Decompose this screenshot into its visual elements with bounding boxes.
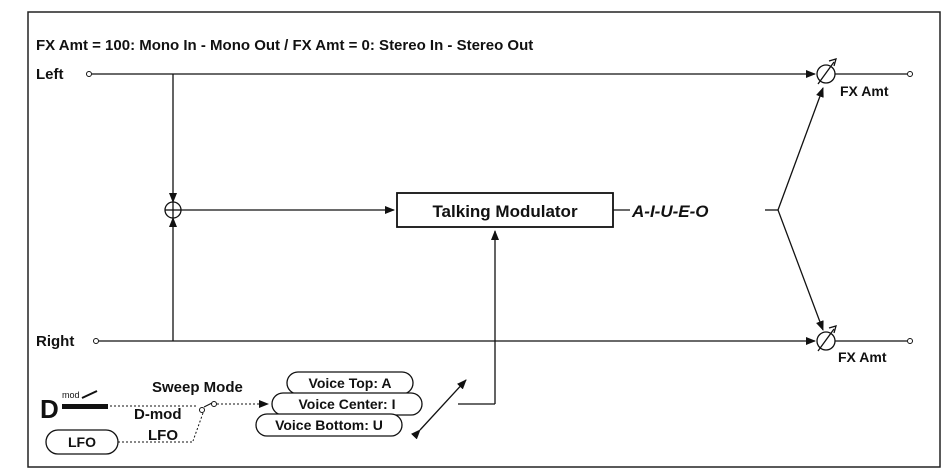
left-input-label: Left — [36, 66, 64, 83]
voice-top-label: Voice Top: A — [309, 375, 392, 391]
mixer-icon — [164, 201, 182, 219]
voice-bottom-label: Voice Bottom: U — [275, 417, 383, 433]
dmod-option-label: D-mod — [134, 406, 182, 423]
wet-to-bottom-line — [777, 209, 824, 331]
lfo-option-label: LFO — [148, 427, 178, 444]
top-fx-amt-label: FX Amt — [840, 83, 889, 99]
sweep-mode-label: Sweep Mode — [152, 379, 243, 396]
lfo-dotted-riser — [192, 412, 204, 442]
lfo-button-label: LFO — [68, 434, 96, 450]
bottom-output-terminal — [907, 338, 913, 344]
wet-to-top-line — [777, 87, 824, 211]
voice-center-label: Voice Center: I — [299, 396, 396, 412]
top-output-terminal — [907, 71, 913, 77]
diagram-border — [27, 11, 941, 468]
sweep-switch-dmod-terminal — [199, 407, 205, 413]
svg-text:D: D — [40, 394, 59, 424]
vowel-sequence: A-I-U-E-O — [631, 202, 708, 221]
bottom-fx-amt-knob-icon — [816, 325, 837, 352]
sweep-switch-blade — [203, 402, 213, 408]
top-fx-amt-knob-icon — [816, 58, 837, 85]
voice-range-arrow — [410, 379, 467, 440]
talking-modulator-label: Talking Modulator — [432, 202, 578, 221]
left-input-terminal — [86, 71, 92, 77]
right-input-label: Right — [36, 333, 74, 350]
right-input-terminal — [93, 338, 99, 344]
header-caption: FX Amt = 100: Mono In - Mono Out / FX Am… — [36, 37, 533, 54]
svg-text:mod: mod — [62, 390, 80, 400]
dmod-icon: D mod — [40, 390, 108, 424]
bottom-fx-amt-label: FX Amt — [838, 349, 887, 365]
sweep-switch-common-terminal — [211, 401, 217, 407]
voice-bottom-pill[interactable] — [255, 413, 403, 437]
